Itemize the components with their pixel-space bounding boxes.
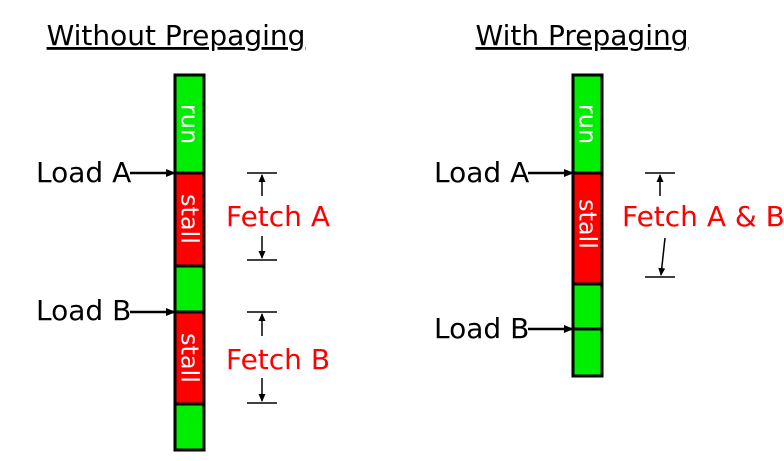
- right-segment-stall: [571, 171, 604, 286]
- left-fetch-b-label: Fetch B: [226, 343, 330, 376]
- left-fetch-b-bracket: [247, 311, 277, 404]
- left-stall-label-2: stall: [176, 333, 204, 383]
- right-stall-label: stall: [574, 199, 602, 249]
- right-segment-run-2: [571, 282, 604, 331]
- right-timeline: run stall: [571, 73, 604, 378]
- right-title: With Prepaging: [476, 19, 689, 52]
- right-fetch-ab-bracket: [645, 172, 675, 278]
- right-segment-run-3: [571, 327, 604, 378]
- left-load-b-label: Load B: [36, 294, 131, 327]
- right-load-b-label: Load B: [434, 312, 529, 345]
- right-load-a-label: Load A: [434, 156, 529, 189]
- left-load-a-label: Load A: [36, 156, 131, 189]
- right-run-label: run: [574, 104, 602, 144]
- left-segment-run-2: [173, 264, 206, 314]
- left-fetch-a-label: Fetch A: [226, 200, 330, 233]
- left-fetch-a-bracket: [247, 172, 277, 261]
- left-segment-run-3: [173, 402, 206, 452]
- right-fetch-ab-label: Fetch A & B: [622, 200, 784, 233]
- right-segment-run-1: [571, 73, 604, 175]
- left-title: Without Prepaging: [47, 19, 306, 52]
- left-run-label: run: [176, 104, 204, 144]
- left-timeline: run stall stall: [173, 73, 206, 452]
- left-stall-label-1: stall: [176, 194, 204, 244]
